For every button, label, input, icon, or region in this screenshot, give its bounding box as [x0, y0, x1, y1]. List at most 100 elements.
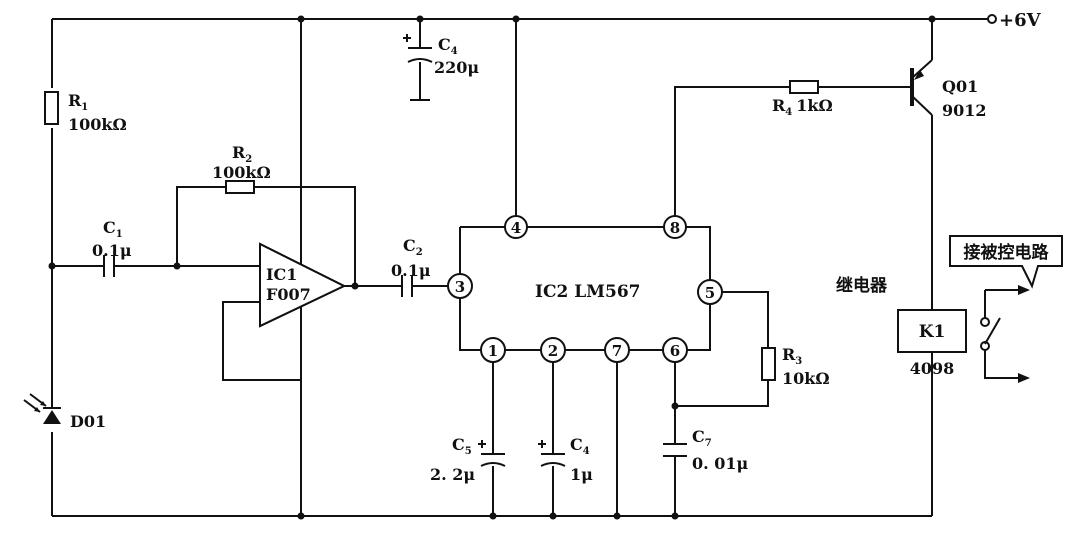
- ic1-name: IC1: [266, 265, 297, 284]
- svg-text:R2: R2: [232, 143, 252, 165]
- k1-model: 4098: [910, 359, 955, 378]
- c1-sub: 1: [116, 229, 123, 240]
- ic-ic2: IC2 LM567 4 8 3 5 1 2 7: [447, 215, 723, 363]
- svg-text:5: 5: [705, 284, 715, 302]
- d01-label: D01: [70, 412, 106, 431]
- wires: [51, 18, 1020, 517]
- electrolytic-capacitor-icon: [478, 440, 506, 467]
- pnp-transistor-icon: [910, 59, 933, 116]
- load-callout: 接被控电路: [949, 235, 1063, 289]
- r4-name: R: [772, 96, 786, 115]
- svg-text:2: 2: [548, 342, 558, 360]
- resistor-r1: R1 100kΩ: [44, 91, 127, 134]
- q01-model: 9012: [942, 101, 987, 120]
- c2-sub: 2: [416, 247, 423, 258]
- capacitor-icon: [663, 443, 687, 457]
- electrolytic-capacitor-icon: [538, 440, 566, 467]
- c4-bottom-value: 1μ: [570, 465, 593, 484]
- resistor-r3: R3 10kΩ: [761, 345, 830, 388]
- c7-sub: 7: [705, 438, 712, 449]
- photodiode-icon: [23, 393, 61, 424]
- c1-value: 0.1μ: [92, 241, 132, 260]
- q01-name: Q01: [942, 77, 978, 96]
- relay-k1: 继电器 K1 4098: [836, 275, 1030, 383]
- supply-terminal: +6V: [987, 10, 1042, 31]
- capacitor-c2: C2 0.1μ: [391, 236, 431, 297]
- svg-text:3: 3: [455, 278, 465, 296]
- ic2-pin-6: 6: [662, 337, 688, 363]
- c2-name: C: [403, 236, 416, 255]
- capacitor-c4-top: C4 220μ: [403, 34, 479, 77]
- c5-value: 2. 2μ: [430, 465, 475, 484]
- r4-value: 1kΩ: [796, 96, 832, 115]
- resistor-icon: [789, 80, 819, 94]
- r1-value: 100kΩ: [68, 115, 127, 134]
- opamp-ic1: IC1 F007: [259, 19, 347, 328]
- capacitor-c4-bottom: C4 1μ: [538, 435, 593, 484]
- supply-label: +6V: [999, 10, 1042, 31]
- svg-text:8: 8: [670, 219, 680, 237]
- c4-top-sub: 4: [451, 46, 458, 57]
- svg-text:C4: C4: [570, 435, 590, 457]
- c1-name: C: [103, 218, 116, 237]
- resistor-r2: R2 100kΩ: [212, 143, 271, 194]
- r3-sub: 3: [795, 356, 802, 367]
- svg-text:C2: C2: [403, 236, 423, 258]
- photodiode-d01: D01: [23, 393, 106, 431]
- c5-name: C: [452, 435, 465, 454]
- c4-bottom-name: C: [570, 435, 583, 454]
- k1-name: K1: [919, 322, 946, 342]
- svg-text:C7: C7: [692, 427, 712, 449]
- ic1-model: F007: [266, 285, 311, 304]
- r4-sub: 4: [785, 107, 792, 118]
- relay-contact-icon: [980, 317, 1001, 351]
- callout-text: 接被控电路: [964, 242, 1050, 263]
- resistor-icon: [44, 91, 59, 125]
- r1-sub: 1: [81, 102, 88, 113]
- ic2-pin-5: 5: [697, 279, 723, 305]
- svg-text:4: 4: [511, 219, 521, 237]
- r3-name: R: [782, 345, 796, 364]
- r2-sub: 2: [245, 154, 252, 165]
- resistor-icon: [225, 180, 255, 194]
- c7-value: 0. 01μ: [692, 454, 749, 473]
- c2-value: 0.1μ: [391, 261, 431, 280]
- ic2-pin-7: 7: [604, 337, 630, 363]
- r3-value: 10kΩ: [782, 369, 830, 388]
- ic2-pin-3: 3: [447, 273, 473, 299]
- terminal-icon: [987, 14, 997, 24]
- resistor-icon: [761, 347, 776, 381]
- relay-caption: 继电器: [836, 275, 888, 296]
- c4-bottom-sub: 4: [583, 446, 590, 457]
- callout-bubble: [949, 235, 1063, 289]
- r2-name: R: [232, 143, 246, 162]
- capacitor-c1: C1 0.1μ: [92, 218, 132, 277]
- ic2-pin-2: 2: [540, 337, 566, 363]
- svg-text:C4: C4: [438, 35, 458, 57]
- ic2-label: IC2 LM567: [535, 282, 641, 302]
- r2-value: 100kΩ: [212, 163, 271, 182]
- capacitor-icon: [103, 255, 115, 277]
- svg-text:7: 7: [612, 342, 622, 360]
- r1-name: R: [68, 91, 82, 110]
- c5-sub: 5: [465, 446, 472, 457]
- ic2-pin-4: 4: [504, 215, 528, 239]
- ic2-pin-8: 8: [663, 215, 687, 239]
- c4-top-value: 220μ: [434, 58, 479, 77]
- capacitor-c5: C5 2. 2μ: [430, 435, 506, 484]
- resistor-r4: R4 1kΩ: [772, 80, 833, 118]
- c7-name: C: [692, 427, 705, 446]
- capacitor-c7: C7 0. 01μ: [663, 427, 749, 473]
- svg-text:C5: C5: [452, 435, 472, 457]
- svg-text:6: 6: [670, 342, 680, 360]
- c4-top-name: C: [438, 35, 451, 54]
- svg-text:R3: R3: [782, 345, 802, 367]
- transistor-q01: Q01 9012: [910, 59, 987, 120]
- arrow-icon: [1018, 285, 1030, 383]
- electrolytic-capacitor-icon: [403, 34, 433, 63]
- svg-text:R1: R1: [68, 91, 88, 113]
- ic2-pin-1: 1: [480, 337, 506, 363]
- svg-text:C1: C1: [103, 218, 123, 240]
